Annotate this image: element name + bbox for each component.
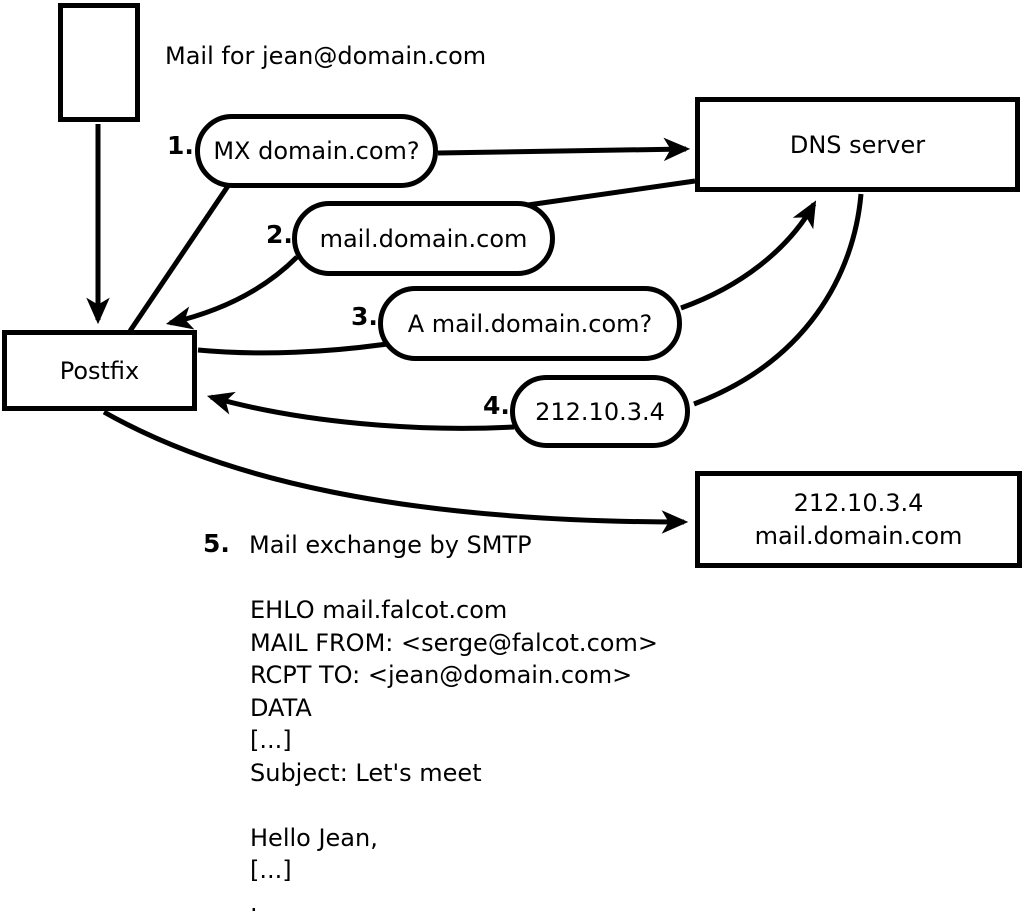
- smtp-line-blank: [250, 789, 658, 822]
- answer-a-pill: 212.10.3.4: [510, 375, 690, 448]
- step-4-number: 4.: [483, 391, 510, 420]
- step-3-number: 3.: [351, 302, 378, 331]
- mail-caption: Mail for jean@domain.com: [165, 42, 487, 70]
- line-dns-to-answer4: [693, 193, 864, 407]
- arrow-query1-to-dns: [437, 137, 691, 162]
- answer-mx-pill: mail.domain.com: [292, 201, 555, 276]
- smtp-line: [...]: [250, 856, 292, 884]
- step-2-number: 2.: [266, 220, 293, 249]
- postfix-node: Postfix: [2, 330, 197, 411]
- arrow-answer4-to-postfix: [206, 391, 515, 431]
- smtp-line: DATA: [250, 693, 312, 722]
- arrow-answer2-to-postfix: [165, 255, 299, 330]
- mail-server-hostname: mail.domain.com: [754, 521, 963, 550]
- dns-server-label: DNS server: [789, 130, 926, 159]
- smtp-line: Hello Jean,: [250, 823, 378, 852]
- smtp-line-terminator: .: [250, 888, 258, 917]
- answer-a-label: 212.10.3.4: [535, 397, 665, 426]
- smtp-line: [...]: [250, 726, 292, 754]
- outgoing-message-node: [58, 3, 140, 122]
- smtp-line: MAIL FROM: <serge@falcot.com>: [250, 628, 658, 657]
- line-postfix-to-query1: [127, 184, 231, 333]
- query-a-pill: A mail.domain.com?: [378, 286, 682, 361]
- step-1-number: 1.: [167, 131, 194, 160]
- query-a-label: A mail.domain.com?: [407, 309, 653, 338]
- query-mx-pill: MX domain.com?: [195, 114, 438, 188]
- step-5-number: 5.: [203, 529, 230, 558]
- mail-server-ip: 212.10.3.4: [793, 488, 924, 517]
- answer-mx-label: mail.domain.com: [319, 224, 528, 253]
- query-mx-label: MX domain.com?: [213, 137, 420, 165]
- smtp-line: Subject: Let's meet: [250, 758, 482, 787]
- dns-server-node: DNS server: [695, 97, 1020, 192]
- line-postfix-to-query3: [197, 341, 388, 356]
- step-5-label: Mail exchange by SMTP: [249, 531, 532, 559]
- smtp-session-transcript: EHLO mail.falcot.com MAIL FROM: <serge@f…: [250, 594, 658, 919]
- arrow-query3-to-dns: [680, 200, 817, 311]
- postfix-label: Postfix: [59, 356, 140, 385]
- arrow-postfix-to-mailserver: [102, 409, 689, 534]
- smtp-line: EHLO mail.falcot.com: [250, 596, 508, 624]
- line-dns-to-answer2: [520, 178, 696, 209]
- smtp-line: RCPT TO: <jean@domain.com>: [250, 661, 633, 689]
- mail-server-node: 212.10.3.4 mail.domain.com: [695, 471, 1022, 568]
